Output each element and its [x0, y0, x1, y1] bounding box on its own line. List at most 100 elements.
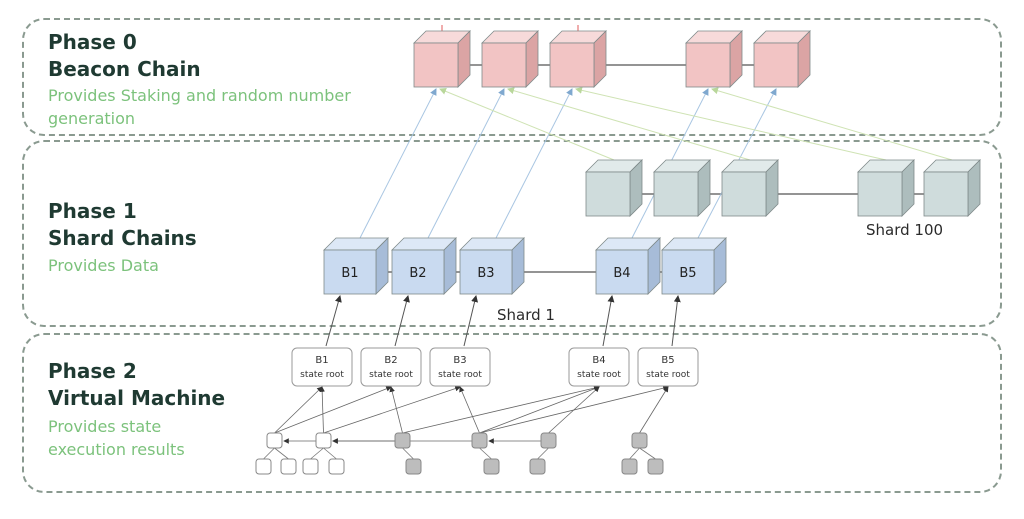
tree-link-up-0: [274, 386, 323, 434]
tree-node-r2-3: [302, 458, 319, 475]
shard100-block-1-front: [585, 171, 631, 217]
shard1-block-b1-front: [323, 249, 377, 295]
shard1-block-b4-label: B4: [613, 266, 630, 281]
shard100-crosslink-1: [507, 87, 751, 161]
state-root-label-b3: state root: [438, 370, 482, 380]
shard1-block-b1-label: B1: [341, 266, 358, 281]
shard1-block-b3-label: B3: [477, 266, 494, 281]
phase2-title: Phase 2 Virtual Machine: [48, 358, 225, 412]
tree-node-r1-4: [471, 432, 488, 449]
tree-link-up-7: [479, 386, 600, 434]
beacon-block-5-front: [753, 42, 799, 88]
tree-link-down-1: [274, 447, 289, 460]
tree-node-r2-9: [647, 458, 664, 475]
phase0-subtitle: Beacon Chain: [48, 57, 201, 81]
shard1-block-b3: B3: [459, 237, 525, 295]
phase2-description: Provides state execution results: [48, 415, 185, 461]
shard100-block-4-front: [857, 171, 903, 217]
tree-node-r2-7: [529, 458, 546, 475]
tree-node-r2-5: [405, 458, 422, 475]
tree-link-up-3: [323, 385, 461, 434]
phase0-desc-line1: Provides Staking and random number: [48, 86, 351, 105]
tree-node-r2-2: [280, 458, 297, 475]
state-root-block-b4: B4: [592, 355, 605, 366]
shard100-label: Shard 100: [866, 221, 944, 239]
state-root-box-b5-frame: [637, 347, 699, 387]
phase1-description: Provides Data: [48, 254, 159, 277]
state-root-label-b1: state root: [300, 370, 344, 380]
phase2-name: Phase 2: [48, 359, 137, 383]
shard100-crosslink-3: [711, 87, 953, 161]
tree-node-r2-6: [483, 458, 500, 475]
tree-node-r1-6: [631, 432, 648, 449]
shard1-block-b5-front: [661, 249, 715, 295]
shard1-label: Shard 1: [497, 306, 555, 324]
phase0-panel: [22, 18, 1002, 136]
shard1-block-b5: B5: [661, 237, 727, 295]
tree-link-down-5: [479, 447, 492, 460]
stateroot-to-block-1: [325, 295, 342, 347]
state-root-block-b2: B2: [384, 355, 397, 366]
tree-link-down-4: [402, 447, 414, 460]
stateroot-to-block-4: [602, 295, 615, 347]
tree-node-r1-1: [266, 432, 283, 449]
phase0-title: Phase 0 Beacon Chain: [48, 29, 201, 83]
shard100-crosslink-0: [439, 88, 615, 161]
state-root-box-b3: B3 state root: [429, 347, 491, 387]
state-root-box-b1-frame: [291, 347, 353, 387]
stateroot-to-block-5: [671, 295, 681, 347]
beacon-block-1: [413, 30, 471, 88]
phase1-name: Phase 1: [48, 199, 137, 223]
tree-node-r2-1: [255, 458, 272, 475]
beacon-block-4-front: [685, 42, 731, 88]
phase1-title: Phase 1 Shard Chains: [48, 198, 197, 252]
beacon-block-2-front: [481, 42, 527, 88]
phase0-description: Provides Staking and random number gener…: [48, 84, 351, 130]
beacon-block-1-front: [413, 42, 459, 88]
state-root-box-b2: B2 state root: [360, 347, 422, 387]
shard100-block-5: [923, 159, 981, 217]
state-root-label-b2: state root: [369, 370, 413, 380]
phase0-desc-line2: generation: [48, 109, 136, 128]
shard1-block-b1: B1: [323, 237, 389, 295]
tree-node-r1-2: [315, 432, 332, 449]
shard1-block-b3-front: [459, 249, 513, 295]
shard1-block-b5-label: B5: [679, 266, 696, 281]
state-root-box-b3-frame: [429, 347, 491, 387]
tree-link-down-0: [263, 447, 275, 460]
shard1-block-b2: B2: [391, 237, 457, 295]
tree-node-r1-5: [540, 432, 557, 449]
state-root-box-b4: B4 state root: [568, 347, 630, 387]
state-root-box-b2-frame: [360, 347, 422, 387]
phase2-desc-line2: execution results: [48, 440, 185, 459]
shard1-block-b4-front: [595, 249, 649, 295]
phase0-name: Phase 0: [48, 30, 137, 54]
shard1-crosslink-0: [359, 88, 437, 239]
tree-link-up-4: [389, 386, 403, 434]
shard100-block-3: [721, 159, 779, 217]
stateroot-to-block-3: [463, 295, 479, 347]
state-root-block-b5: B5: [661, 355, 674, 366]
state-root-block-b3: B3: [453, 355, 466, 366]
phase1-subtitle: Shard Chains: [48, 226, 197, 250]
tree-link-down-3: [323, 447, 337, 460]
phase2-panel: [22, 333, 1002, 493]
tree-link-down-7: [629, 447, 640, 460]
tree-link-down-2: [310, 447, 324, 460]
shard100-block-1: [585, 159, 643, 217]
beacon-block-3: [549, 30, 607, 88]
shard1-block-b4: B4: [595, 237, 661, 295]
tree-link-up-9: [548, 386, 600, 434]
tree-link-up-1: [274, 386, 392, 434]
tree-node-r2-8: [621, 458, 638, 475]
tree-link-up-5: [402, 385, 600, 434]
state-root-label-b4: state root: [577, 370, 621, 380]
shard100-block-2-front: [653, 171, 699, 217]
shard100-block-2: [653, 159, 711, 217]
shard1-crosslink-2: [495, 88, 573, 239]
tree-link-up-10: [639, 386, 669, 434]
phase2-desc-line1: Provides state: [48, 417, 162, 436]
